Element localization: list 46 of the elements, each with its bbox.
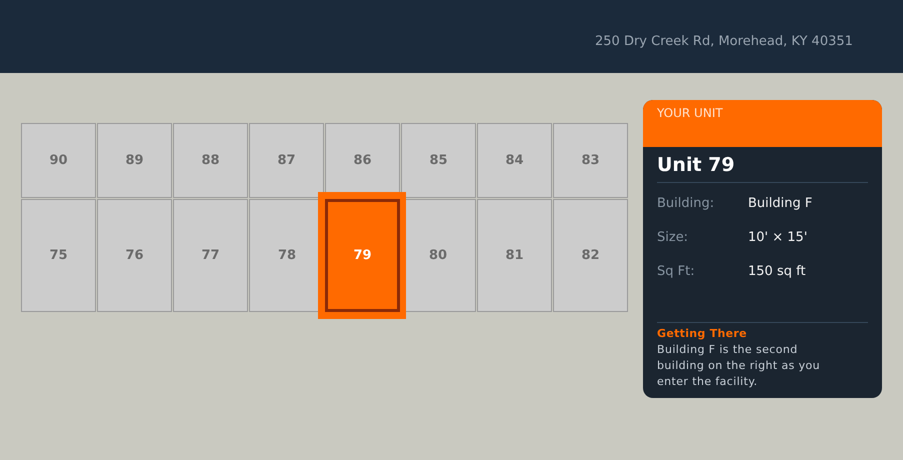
unit-number: 85 [429,152,448,168]
storage-unit [21,123,96,198]
unit-number: 78 [278,248,296,264]
storage-unit [553,123,628,198]
unit-number: 76 [125,248,144,264]
field-value: 150 sq ft [748,264,806,280]
field-label: Building: [657,196,714,212]
description-text: Building F is the second building on the right as you enter the facility. [657,342,822,390]
unit-number: 77 [201,248,220,264]
storage-unit [325,123,400,192]
address-text: 250 Dry Creek Rd, Morehead, KY 40351 [595,34,853,50]
unit-number: 90 [49,152,68,168]
unit-number: 79 [353,248,372,264]
storage-unit [406,199,476,312]
unit-number: 81 [505,248,524,264]
unit-number: 89 [125,152,144,168]
unit-number: 80 [428,248,448,264]
panel-heading: YOUR UNIT [657,106,723,120]
storage-unit [97,199,172,312]
unit-number: 82 [581,248,600,264]
storage-unit [249,199,318,312]
storage-unit [401,123,476,198]
highlighted-storage-unit [325,199,400,312]
unit-number: 75 [49,248,68,264]
highlight-frame [318,192,406,319]
unit-title: Unit 79 [657,153,735,177]
storage-unit [249,123,324,198]
storage-unit [21,199,96,312]
storage-unit [173,123,248,198]
unit-number: 87 [277,152,296,168]
unit-number: 84 [505,152,524,168]
section-heading: Getting There [657,327,747,341]
field-label: Sq Ft: [657,264,695,280]
unit-number: 86 [353,153,372,169]
storage-unit [553,199,628,312]
header-bar [0,0,903,73]
unit-number: 88 [201,152,220,168]
unit-info-panel [643,100,882,398]
field-value: 10' × 15' [748,230,808,246]
unit-number: 83 [581,152,600,168]
field-label: Size: [657,230,688,246]
storage-unit [173,199,248,312]
storage-unit [477,123,552,198]
storage-unit [477,199,552,312]
storage-unit [97,123,172,198]
field-value: Building F [748,196,812,212]
